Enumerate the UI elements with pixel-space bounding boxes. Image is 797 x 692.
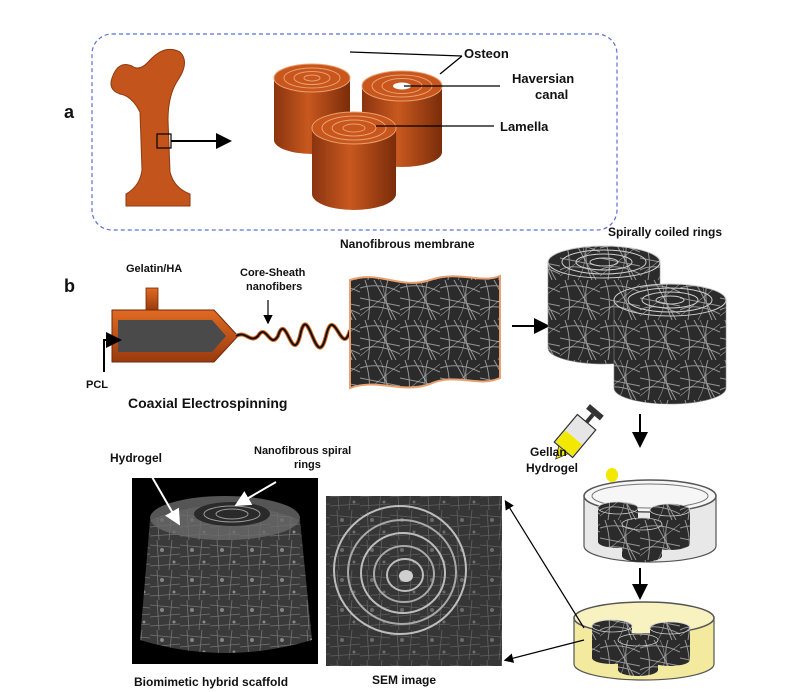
scaffold-label: Biomimetic hybrid scaffold [134,675,288,689]
sem-pointer-top [504,499,585,629]
nanofibrous-membrane [349,274,501,390]
lamella-label: Lamella [500,119,549,134]
membrane-label: Nanofibrous membrane [340,237,475,251]
scaffold-image [132,478,318,664]
spiral-rings-label: Spirally coiled rings [608,225,722,239]
osteon-leader-1 [349,51,463,57]
panel-b-letter: b [64,276,75,296]
hydrogel-arrow [147,469,180,526]
osteon-leader-2 [439,55,463,75]
gellan-label-line1: Gellan [530,445,567,459]
femur-bone-shape [110,48,191,207]
gellan-drop [606,468,618,482]
spiral-rings-arrow [234,481,277,507]
haversian-label-line2: canal [535,87,568,102]
panel-a-letter: a [64,102,75,122]
haversian-canal-shape [393,82,411,90]
coaxial-label: Coaxial Electrospinning [128,395,287,411]
mold-with-rings [583,479,717,563]
nano-spiral-label-line1: Nanofibrous spiral [254,445,351,457]
sem-image [326,496,502,666]
pcl-label: PCL [86,379,108,391]
osteon-label: Osteon [464,46,509,61]
coiled-ring-front [613,283,727,405]
pcl-inlet-line [103,332,122,372]
osteon-cylinder-front [311,111,397,210]
sem-pointer-bottom [503,639,585,663]
hydrogel-filled-mold [573,601,715,681]
gellan-label-line2: Hydrogel [526,461,578,475]
syringe-icon [553,404,604,460]
gelatin-label: Gelatin/HA [126,263,182,275]
haversian-label-line1: Haversian [512,71,574,86]
nano-spiral-label-line2: rings [294,459,321,471]
core-sheath-label-line2: nanofibers [246,281,302,293]
panel-a-border [91,33,618,231]
sem-label: SEM image [372,673,436,687]
hydrogel-label: Hydrogel [110,451,162,465]
core-sheath-label-line1: Core-Sheath [240,267,306,279]
coaxial-nozzle [111,287,239,363]
